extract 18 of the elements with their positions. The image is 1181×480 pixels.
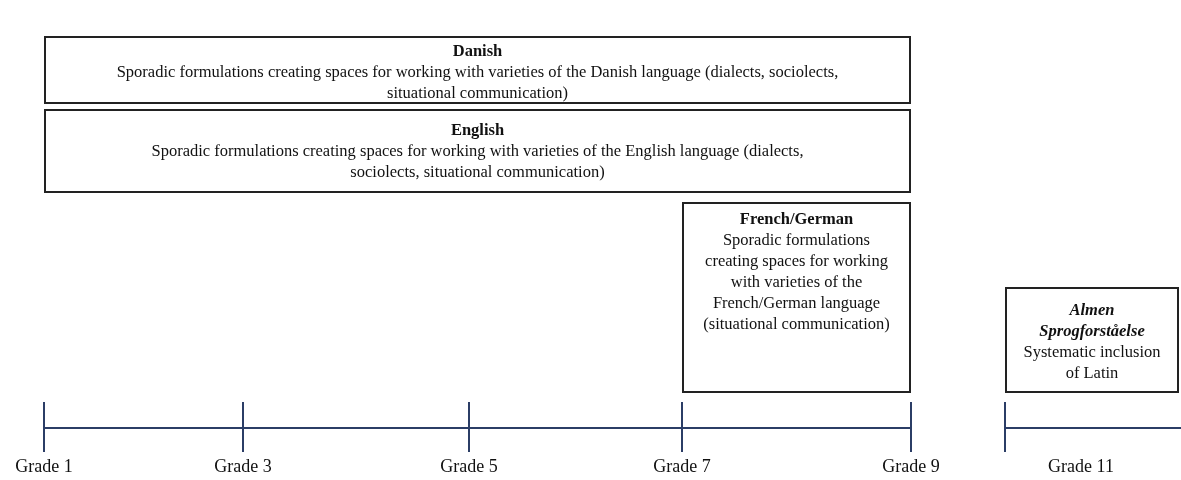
grade-label: Grade 5 — [440, 456, 498, 477]
subject-heading: English — [449, 119, 506, 140]
grade-label: Grade 7 — [653, 456, 711, 477]
description-text: Sporadic formulations creating spaces for working with varieties of the French/German language (situational communication) — [702, 229, 891, 334]
grade-label: Grade 1 — [15, 456, 73, 477]
subject-box — [682, 202, 911, 393]
description-text: Sporadic formulations creating spaces for working with varieties of the English language (dialects, sociolects, situational communication) — [150, 140, 805, 182]
subject-box — [44, 109, 911, 193]
subject-heading: Danish — [451, 40, 504, 61]
description-text: Systematic inclusion of Latin — [1022, 341, 1162, 383]
subject-heading: French/German — [738, 208, 855, 229]
grade-label: Grade 9 — [882, 456, 940, 477]
subject-box — [44, 36, 911, 104]
description-text: Sporadic formulations creating spaces for working with varieties of the Danish language (dialects, sociolects, situational communication) — [116, 61, 839, 103]
grade-label: Grade 11 — [1048, 456, 1114, 477]
grade-label: Grade 3 — [214, 456, 272, 477]
subject-box — [1005, 287, 1179, 393]
subject-heading: Almen Sprogforståelse — [1038, 299, 1146, 341]
